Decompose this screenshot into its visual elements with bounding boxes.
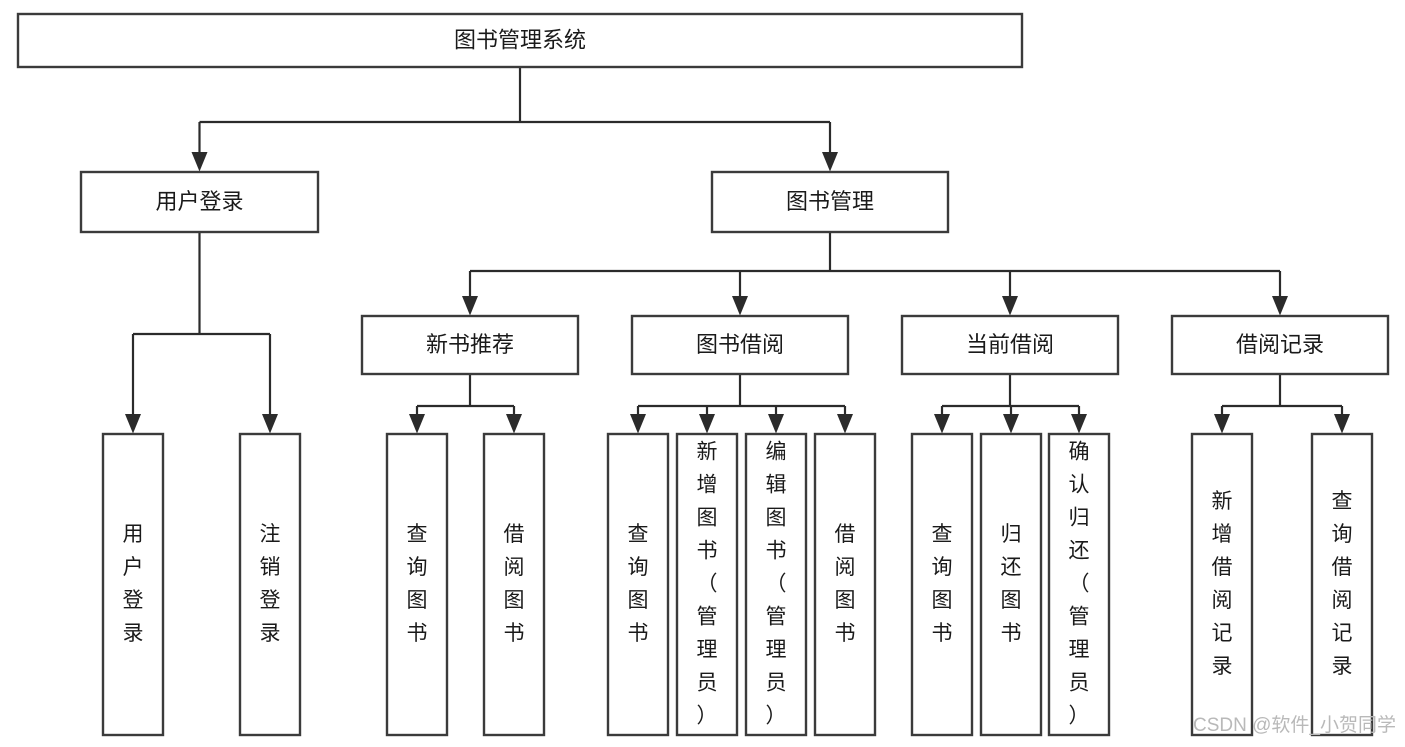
arrow-head-l3_new_book_rec bbox=[462, 296, 478, 316]
node-leaf-return-book[interactable]: 归还图书 bbox=[979, 432, 1043, 737]
arrow-head-l3_borrow_record bbox=[1272, 296, 1288, 316]
node-leaf-borrow-book-1[interactable]: 借阅图书 bbox=[482, 432, 546, 737]
node-label: 确认归还（管理员） bbox=[1069, 441, 1090, 728]
arrow-head-leaf_add_book bbox=[699, 414, 715, 434]
node-box[interactable] bbox=[979, 432, 1043, 737]
node-leaf-query-book-1[interactable]: 查询图书 bbox=[385, 432, 449, 737]
node-label: 图书管理 bbox=[786, 189, 874, 214]
arrow-head-l3_current_borrow bbox=[1002, 296, 1018, 316]
node-box[interactable] bbox=[1310, 432, 1374, 737]
connector-group-l2_user_login bbox=[125, 232, 278, 434]
arrow-head-leaf_logout bbox=[262, 414, 278, 434]
node-label: 查询图书 bbox=[407, 523, 428, 645]
node-box[interactable] bbox=[79, 170, 320, 234]
node-leaf-query-book-2[interactable]: 查询图书 bbox=[606, 432, 670, 737]
node-leaf-edit-book[interactable]: 编辑图书（管理员） bbox=[744, 432, 808, 737]
node-box[interactable] bbox=[238, 432, 302, 737]
arrow-head-leaf_borrow_book_2 bbox=[837, 414, 853, 434]
node-leaf-borrow-book-2[interactable]: 借阅图书 bbox=[813, 432, 877, 737]
node-l3-borrow-record[interactable]: 借阅记录 bbox=[1170, 314, 1390, 376]
arrow-head-leaf_borrow_book_1 bbox=[506, 414, 522, 434]
connector-group-l3_current_borrow bbox=[934, 374, 1087, 434]
arrow-head-leaf_query_book_1 bbox=[409, 414, 425, 434]
node-box[interactable] bbox=[360, 314, 580, 376]
arrow-head-leaf_query_book_3 bbox=[934, 414, 950, 434]
node-label: 新书推荐 bbox=[426, 332, 514, 357]
arrow-head-l2_book_manage bbox=[822, 152, 838, 172]
node-leaf-add-record[interactable]: 新增借阅记录 bbox=[1190, 432, 1254, 737]
node-box[interactable] bbox=[482, 432, 546, 737]
node-label: 新增图书（管理员） bbox=[697, 441, 718, 728]
node-label: 查询图书 bbox=[932, 523, 953, 645]
node-leaf-user-login[interactable]: 用户登录 bbox=[101, 432, 165, 737]
node-label: 用户登录 bbox=[123, 523, 144, 645]
node-box[interactable] bbox=[1047, 432, 1111, 737]
node-leaf-confirm-return[interactable]: 确认归还（管理员） bbox=[1047, 432, 1111, 737]
arrow-head-leaf_user_login bbox=[125, 414, 141, 434]
connector-group-l3_borrow_record bbox=[1214, 374, 1350, 434]
node-label: 图书管理系统 bbox=[454, 27, 586, 52]
node-l3-new-book-rec[interactable]: 新书推荐 bbox=[360, 314, 580, 376]
node-box[interactable] bbox=[16, 12, 1024, 69]
node-label: 新增借阅记录 bbox=[1212, 490, 1233, 678]
node-label: 编辑图书（管理员） bbox=[766, 441, 787, 728]
node-label: 借阅图书 bbox=[504, 523, 525, 645]
node-box[interactable] bbox=[1170, 314, 1390, 376]
node-label: 注销登录 bbox=[260, 523, 281, 645]
node-l2-user-login[interactable]: 用户登录 bbox=[79, 170, 320, 234]
node-leaf-query-book-3[interactable]: 查询图书 bbox=[910, 432, 974, 737]
node-l3-book-borrow[interactable]: 图书借阅 bbox=[630, 314, 850, 376]
arrow-head-leaf_confirm_return bbox=[1071, 414, 1087, 434]
node-box[interactable] bbox=[1190, 432, 1254, 737]
node-box[interactable] bbox=[675, 432, 739, 737]
node-l3-current-borrow[interactable]: 当前借阅 bbox=[900, 314, 1120, 376]
node-label: 用户登录 bbox=[155, 189, 243, 214]
node-label: 归还图书 bbox=[1001, 523, 1022, 645]
node-layer: 图书管理系统用户登录图书管理新书推荐图书借阅当前借阅借阅记录用户登录注销登录查询… bbox=[16, 12, 1390, 737]
node-label: 当前借阅 bbox=[966, 332, 1054, 357]
arrow-head-l2_user_login bbox=[191, 152, 208, 172]
connector-group-l3_new_book_rec bbox=[409, 374, 522, 434]
arrow-head-l3_book_borrow bbox=[732, 296, 748, 316]
node-label: 借阅图书 bbox=[835, 523, 856, 645]
node-box[interactable] bbox=[385, 432, 449, 737]
arrow-head-leaf_return_book bbox=[1003, 414, 1019, 434]
arrow-head-leaf_query_record bbox=[1334, 414, 1350, 434]
node-box[interactable] bbox=[910, 432, 974, 737]
node-label: 借阅记录 bbox=[1236, 332, 1324, 357]
connector-group-l2_book_manage bbox=[462, 232, 1288, 316]
node-leaf-query-record[interactable]: 查询借阅记录 bbox=[1310, 432, 1374, 737]
node-leaf-logout[interactable]: 注销登录 bbox=[238, 432, 302, 737]
node-leaf-add-book[interactable]: 新增图书（管理员） bbox=[675, 432, 739, 737]
node-root[interactable]: 图书管理系统 bbox=[16, 12, 1024, 69]
arrow-head-leaf_edit_book bbox=[768, 414, 784, 434]
connector-group-l3_book_borrow bbox=[630, 374, 853, 434]
node-box[interactable] bbox=[744, 432, 808, 737]
node-box[interactable] bbox=[710, 170, 950, 234]
arrow-head-leaf_add_record bbox=[1214, 414, 1230, 434]
node-box[interactable] bbox=[900, 314, 1120, 376]
node-box[interactable] bbox=[101, 432, 165, 737]
arrow-head-leaf_query_book_2 bbox=[630, 414, 646, 434]
node-box[interactable] bbox=[606, 432, 670, 737]
node-l2-book-manage[interactable]: 图书管理 bbox=[710, 170, 950, 234]
node-label: 查询借阅记录 bbox=[1332, 490, 1353, 678]
node-label: 查询图书 bbox=[628, 523, 649, 645]
connector-layer bbox=[125, 67, 1350, 434]
node-box[interactable] bbox=[813, 432, 877, 737]
node-box[interactable] bbox=[630, 314, 850, 376]
connector-group-root bbox=[191, 67, 838, 172]
csdn-watermark: CSDN @软件_小贺同学 bbox=[1193, 714, 1396, 736]
node-label: 图书借阅 bbox=[696, 332, 784, 357]
